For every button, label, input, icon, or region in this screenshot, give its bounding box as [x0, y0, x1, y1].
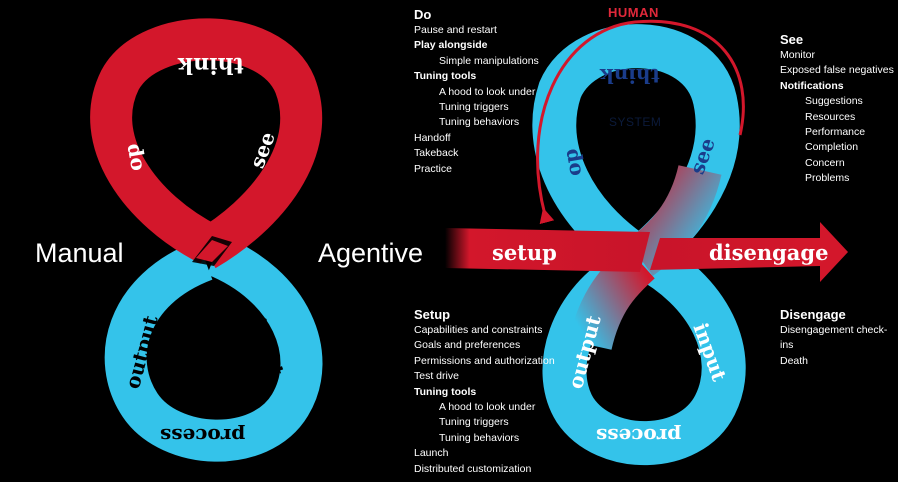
disengage-list-title: Disengage [780, 307, 846, 322]
list-item: Tuning triggers [439, 101, 509, 114]
list-item: Play alongside [414, 39, 488, 52]
list-item: Tuning behaviors [439, 431, 520, 444]
agentive-word-process: process [596, 424, 682, 448]
manual-word-process: process [160, 424, 246, 448]
list-item: Tuning tools [414, 70, 477, 83]
system-label: SYSTEM [609, 115, 662, 129]
manual-label: Manual [35, 238, 124, 268]
manual-word-think: think [178, 52, 244, 78]
list-item: Resources [805, 110, 856, 123]
list-item: Problems [805, 172, 850, 185]
do-list-title: Do [414, 7, 432, 22]
manual-word-do: do [122, 141, 151, 173]
list-item: Practice [414, 162, 452, 175]
list-item: A hood to look under [439, 401, 536, 414]
human-label: HUMAN [608, 5, 659, 20]
manual-bottom-loop [104, 235, 323, 462]
list-item: Simple manipulations [439, 54, 539, 67]
disengage-arrow-label: disengage [709, 240, 829, 265]
agentive-word-do: do [561, 146, 590, 178]
human-arc-arrow [536, 19, 745, 225]
list-item: Permissions and authorization [414, 354, 555, 367]
list-item: Performance [805, 126, 866, 139]
disengage-arrow [650, 222, 848, 282]
list-item: Exposed false negatives [780, 64, 894, 77]
agentive-blend-upper [626, 164, 722, 276]
manual-crossing-arrow-2 [196, 240, 228, 262]
setup-list-title: Setup [414, 307, 451, 322]
manual-figure-eight [90, 18, 323, 462]
see-list-title: See [780, 32, 804, 47]
list-item: Concern [805, 156, 845, 169]
list-item: Suggestions [805, 95, 863, 108]
list-item: Distributed customization [414, 462, 532, 475]
list-item: Test drive [414, 370, 459, 383]
list-item: Tuning tools [414, 385, 477, 398]
list-item: Pause and restart [414, 24, 497, 36]
list-item: Takeback [414, 147, 459, 160]
setup-arrow [445, 228, 650, 272]
agentive-label: Agentive [318, 238, 424, 268]
list-item: Tuning triggers [439, 416, 509, 429]
list-item: Monitor [780, 49, 816, 61]
list-item: Capabilities and constraints [414, 324, 543, 336]
list-item: Launch [414, 447, 449, 460]
list-item: Disengagement check-ins [780, 324, 888, 352]
agentive-figure-eight [445, 19, 848, 466]
list-item: Completion [805, 141, 859, 154]
list-item: Notifications [780, 79, 844, 92]
agentive-word-think: think [600, 64, 660, 88]
setup-arrow-label: setup [492, 240, 557, 265]
list-item: Death [780, 354, 809, 367]
list-item: Handoff [414, 131, 451, 144]
list-item: A hood to look under [439, 85, 536, 98]
list-item: Goals and preferences [414, 339, 521, 352]
list-item: Tuning behaviors [439, 116, 520, 129]
manual-top-loop [90, 18, 322, 269]
